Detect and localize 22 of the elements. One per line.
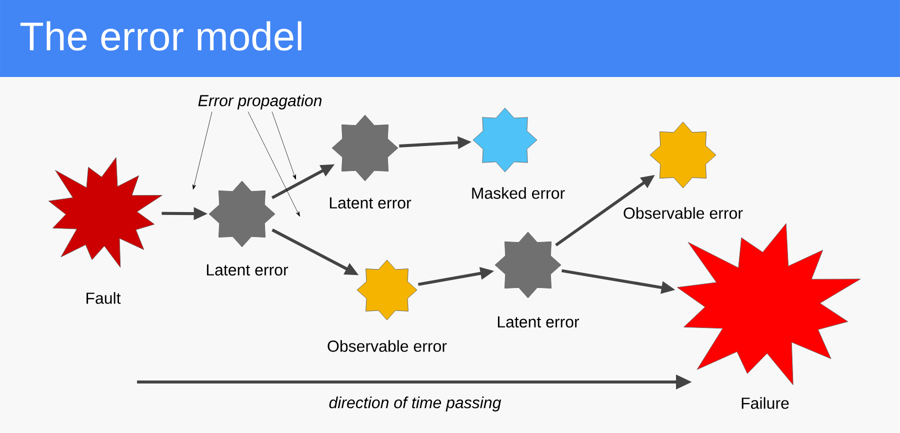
node-label: Masked error [472, 187, 565, 199]
axis-caption: direction of time passing [329, 396, 502, 412]
leader-line [192, 111, 212, 190]
node-label: Latent error [498, 316, 580, 328]
annotation-text: Error propagation [198, 94, 322, 110]
node-label: Observable error [624, 207, 743, 219]
node-label: Fault [86, 292, 121, 304]
leader-line [272, 111, 296, 180]
node-label: Failure [742, 397, 789, 409]
node-label: Latent error [206, 264, 288, 276]
star-shape [494, 232, 562, 298]
node-label: Latent error [330, 197, 412, 209]
burst-shape [48, 157, 162, 268]
star-shape [650, 122, 716, 188]
star-shape [472, 108, 538, 172]
burst-shape [676, 223, 861, 386]
leader-line [248, 111, 300, 217]
node-label: Observable error [328, 340, 447, 352]
title-bar: The error model [0, 0, 900, 77]
star-shape [208, 180, 276, 248]
star-shape [356, 260, 418, 320]
star-shape [332, 114, 398, 182]
